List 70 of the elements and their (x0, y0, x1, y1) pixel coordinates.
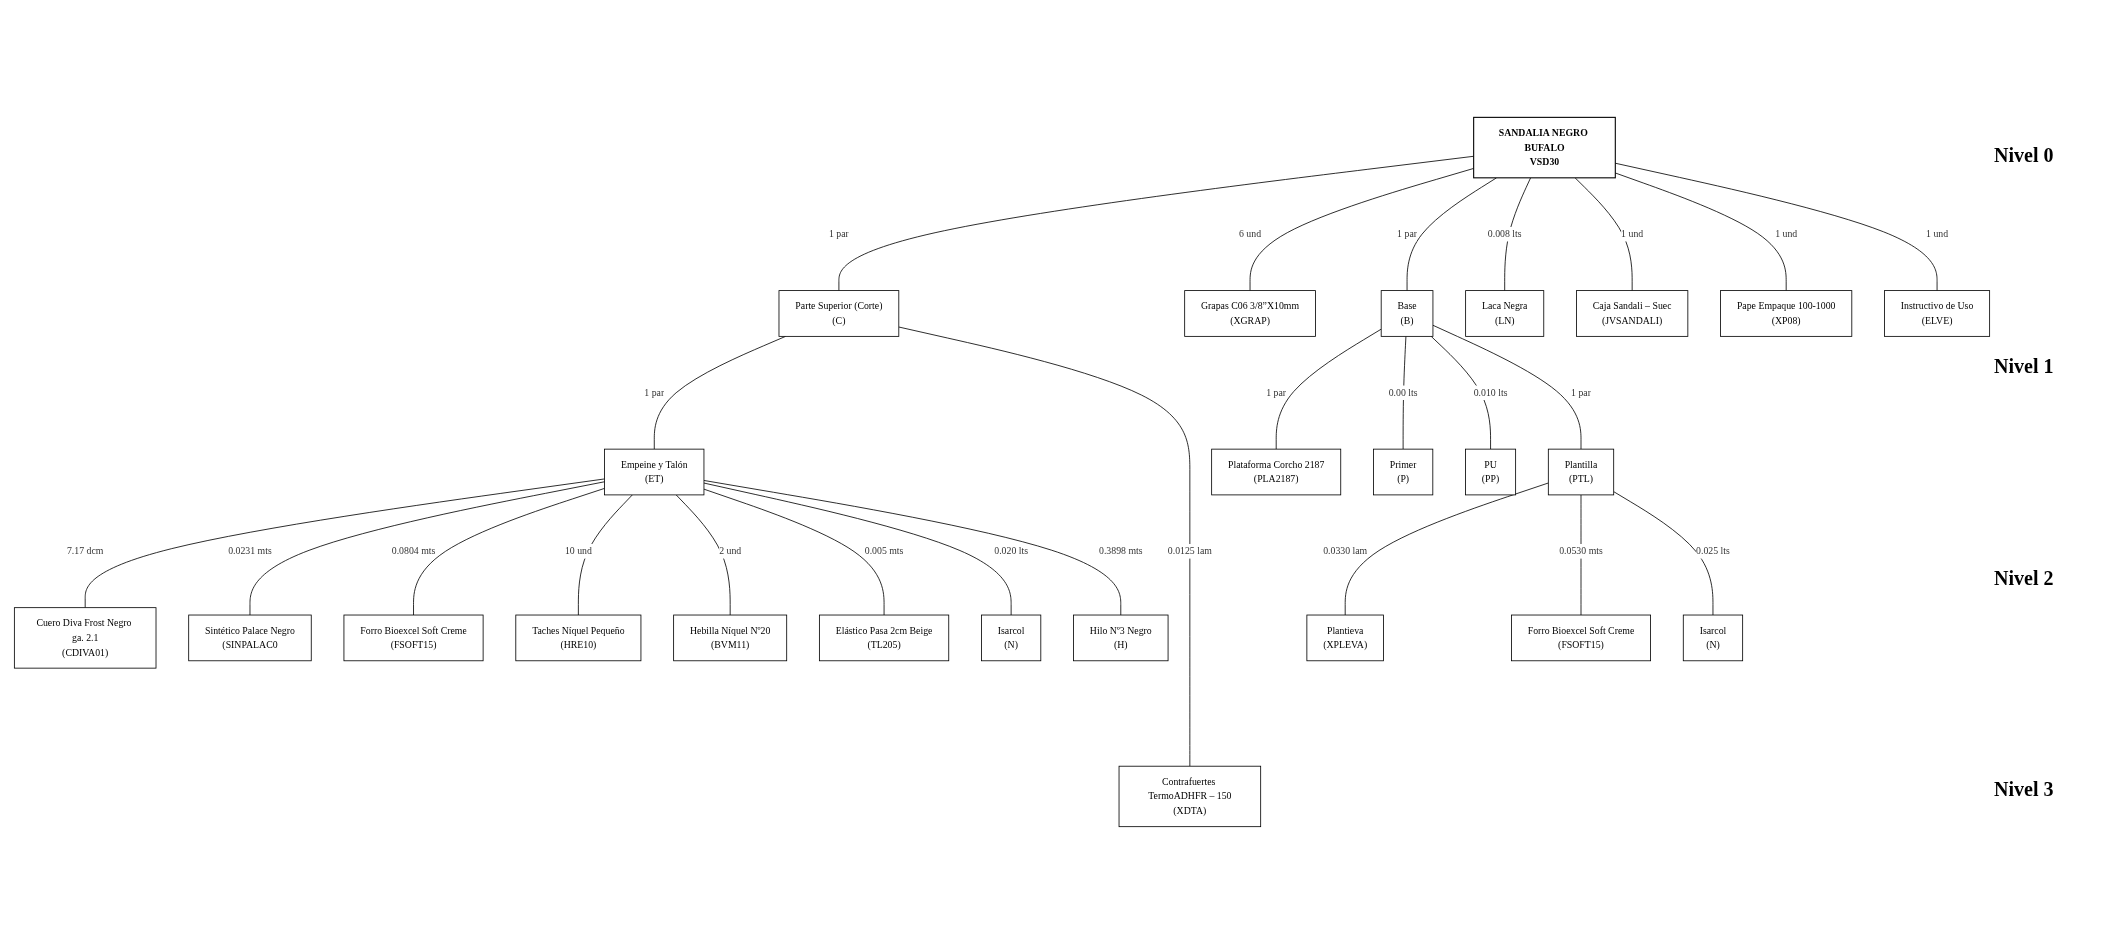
edge-label: 0.010 lts (1473, 387, 1508, 399)
node-box: Taches Níquel Pequeño (HRE10) (515, 615, 642, 662)
node-box: Isarcol (N) (981, 615, 1042, 662)
node-box: Instructivo de Uso (ELVE) (1884, 290, 1991, 338)
edge-label: 0.0330 lam (1323, 546, 1368, 557)
edge-label: 0.00 lts (1388, 387, 1418, 399)
node-box: Base (B) (1380, 290, 1434, 338)
node-box: Forro Bioexcel Soft Creme (FSOFT15) (343, 615, 484, 662)
node-box: Plataforma Corcho 2187 (PLA2187) (1211, 449, 1342, 496)
edge-label: 0.005 mts (864, 546, 904, 557)
level-label: Nivel 0 (1994, 144, 2055, 168)
node-box: Pape Empaque 100-1000 (XP08) (1720, 290, 1853, 338)
edge-label: 1 par (828, 228, 849, 240)
node-box: Primer (P) (1373, 449, 1434, 496)
connector (703, 483, 1012, 616)
edge-label: 1 und (1775, 228, 1798, 240)
connector (675, 494, 731, 616)
edge-label: 1 par (1266, 387, 1287, 399)
edge-label: 0.020 lts (994, 546, 1029, 557)
connector (84, 479, 605, 609)
edge-label: 0.008 lts (1487, 228, 1522, 240)
edge-label: 1 par (644, 387, 665, 399)
connector (703, 489, 885, 616)
node-box: Empeine y Talón (ET) (604, 449, 705, 496)
node-box: Cuero Diva Frost Negro ga. 2.1 (CDIVA01) (13, 607, 157, 670)
connector (413, 488, 605, 616)
node-box: Sintético Palace Negro (SINPALAC0 (188, 615, 312, 662)
node-box: PU (PP) (1465, 449, 1517, 496)
node-box: Hilo Nº3 Negro (H) (1073, 615, 1169, 662)
edge-label: 10 und (564, 546, 592, 557)
connector (249, 481, 605, 616)
edge-label: 7.17 dcm (66, 546, 104, 557)
edge-label: 0.0231 mts (228, 546, 272, 557)
connector (703, 480, 1122, 616)
node-box: Elástico Pasa 2cm Beige (TL205) (819, 615, 950, 662)
connector (1406, 177, 1497, 292)
node-box: Hebilla Níquel Nº20 (BVM11) (673, 615, 788, 662)
level-label: Nivel 1 (1994, 355, 2055, 379)
edge-label: 0.0804 mts (391, 546, 436, 557)
node-box: Caja Sandali – Suec (JVSANDALI) (1576, 290, 1689, 338)
edge-label: 0.025 lts (1696, 546, 1730, 557)
edge-label: 0.0125 lam (1167, 546, 1212, 557)
connector (1344, 483, 1549, 616)
connector (1402, 336, 1407, 451)
node-box: SANDALIA NEGRO BUFALO VSD30 (1473, 117, 1616, 179)
node-box: Laca Negra (LN) (1465, 290, 1545, 338)
edge-label: 1 und (1621, 228, 1644, 240)
node-box: Forro Bioexcel Soft Creme (FSOFT15) (1511, 615, 1651, 662)
connector (1275, 329, 1382, 451)
node-box: Isarcol (N) (1682, 615, 1744, 662)
edge-label: 6 und (1239, 228, 1262, 240)
connector (1504, 177, 1531, 292)
connector (653, 336, 786, 451)
connector (898, 327, 1191, 768)
connector (1574, 177, 1633, 292)
level-label: Nivel 3 (1994, 777, 2055, 801)
node-box: Plantieva (XPLEVA) (1306, 615, 1384, 662)
node-box: Parte Superior (Corte) (C) (778, 290, 900, 338)
connector (1613, 491, 1714, 616)
node-box: Grapas C06 3/8”X10mm (XGRAP) (1184, 290, 1316, 338)
node-box: Plantilla (PTL) (1547, 449, 1615, 496)
edge-label: 0.3898 mts (1098, 546, 1143, 557)
edge-label: 2 und (719, 546, 742, 557)
node-box: Contrafuertes TermoADHFR – 150 (XDTA) (1118, 766, 1262, 828)
edge-label: 1 und (1926, 228, 1949, 240)
edge-label: 0.0530 mts (1559, 546, 1603, 557)
level-label: Nivel 2 (1994, 566, 2055, 590)
edge-label: 1 par (1397, 228, 1417, 240)
connector (577, 494, 633, 616)
edge-label: 1 par (1571, 387, 1591, 399)
